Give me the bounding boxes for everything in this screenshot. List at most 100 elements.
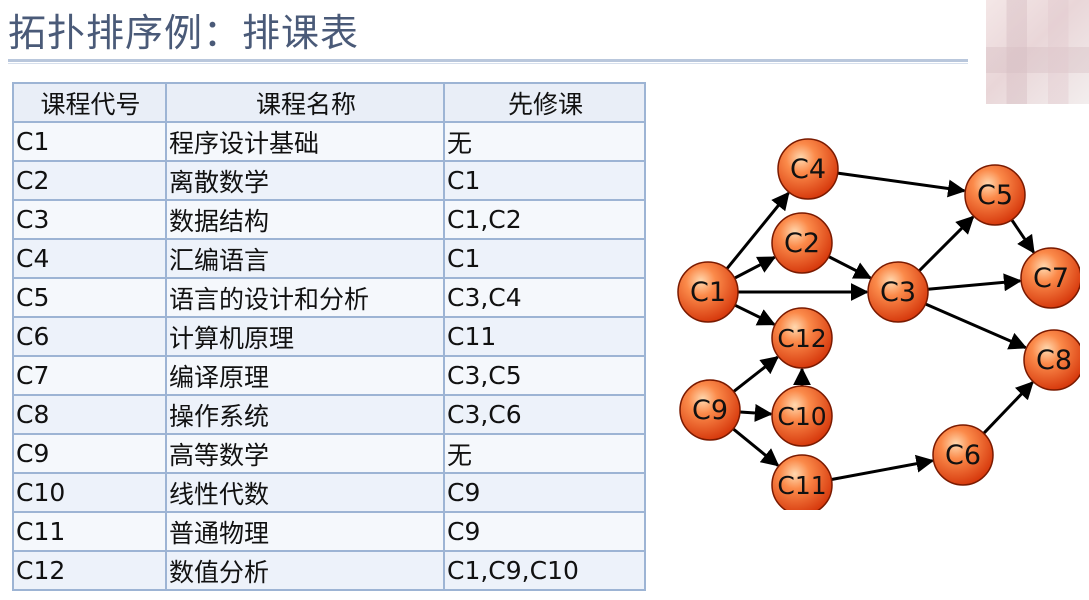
prerequisite-cell: C3,C5 <box>443 355 646 396</box>
title-underline-thin <box>8 63 968 64</box>
node-label: C3 <box>880 277 916 308</box>
node-label: C7 <box>1033 263 1069 294</box>
node-c10: C10 <box>771 385 833 447</box>
edge-c4-c5 <box>837 171 967 198</box>
prerequisite-cell: 无 <box>443 121 646 162</box>
course-code-cell: C9 <box>12 433 167 474</box>
prerequisite-cell: C9 <box>443 472 646 513</box>
node-label: C5 <box>977 180 1013 211</box>
presenter-video-blur <box>986 0 1089 104</box>
course-name-cell: 线性代数 <box>165 472 445 513</box>
prerequisite-cell: C9 <box>443 511 646 552</box>
prerequisite-cell: C1 <box>443 160 646 201</box>
prerequisite-cell: C11 <box>443 316 646 357</box>
course-code-cell: C5 <box>12 277 167 318</box>
node-c9: C9 <box>679 379 741 441</box>
edge-c1-c2 <box>733 255 777 280</box>
header-course-code: 课程代号 <box>12 82 167 123</box>
page-title: 拓扑排序例：排课表 <box>8 11 360 55</box>
course-name-cell: 数据结构 <box>165 199 445 240</box>
edge-c3-c5 <box>918 215 975 272</box>
node-c12: C12 <box>771 307 833 369</box>
edge-c1-c12 <box>734 303 776 326</box>
node-circle <box>677 261 739 323</box>
course-code-cell: C3 <box>12 199 167 240</box>
edge-c3-c7 <box>927 273 1022 292</box>
prerequisite-cell: C1,C9,C10 <box>443 550 646 591</box>
node-label: C2 <box>784 228 820 259</box>
course-code-cell: C7 <box>12 355 167 396</box>
prerequisite-cell: 无 <box>443 433 646 474</box>
course-code-cell: C8 <box>12 394 167 435</box>
edge-c9-c11 <box>732 427 780 467</box>
course-name-cell: 编译原理 <box>165 355 445 396</box>
node-circle <box>679 379 741 441</box>
prerequisite-cell: C1 <box>443 238 646 279</box>
presenter-video-thumbnail <box>986 0 1089 104</box>
node-circle <box>1020 247 1080 309</box>
node-c2: C2 <box>771 212 833 274</box>
graph-edges <box>725 171 1035 481</box>
course-code-cell: C6 <box>12 316 167 357</box>
node-c3: C3 <box>867 261 929 323</box>
course-name-cell: 程序设计基础 <box>165 121 445 162</box>
node-label: C6 <box>945 440 981 471</box>
node-label: C8 <box>1036 345 1072 376</box>
prerequisite-cell: C1,C2 <box>443 199 646 240</box>
header-prerequisites: 先修课 <box>443 82 646 123</box>
course-code-cell: C12 <box>12 550 167 591</box>
course-name-cell: 数值分析 <box>165 550 445 591</box>
edge-c5-c7 <box>1010 219 1035 254</box>
node-circle <box>777 138 839 200</box>
edge-c2-c3 <box>828 255 872 280</box>
node-circle <box>932 424 994 486</box>
table-header-row: 课程代号 课程名称 先修课 <box>12 82 646 123</box>
node-label: C12 <box>777 324 826 353</box>
edge-c3-c8 <box>924 302 1028 350</box>
node-c5: C5 <box>964 164 1026 226</box>
edge-c9-c12 <box>732 355 780 393</box>
node-label: C11 <box>777 471 826 500</box>
node-circle <box>1023 329 1080 391</box>
node-circle <box>867 261 929 323</box>
node-c7: C7 <box>1020 247 1080 309</box>
course-code-cell: C2 <box>12 160 167 201</box>
prerequisite-cell: C3,C4 <box>443 277 646 318</box>
course-name-cell: 计算机原理 <box>165 316 445 357</box>
node-c6: C6 <box>932 424 994 486</box>
node-circle <box>771 454 833 510</box>
edge-c6-c8 <box>982 381 1034 435</box>
node-circle <box>964 164 1026 226</box>
node-label: C10 <box>777 402 826 431</box>
course-name-cell: 语言的设计和分析 <box>165 277 445 318</box>
node-circle <box>771 385 833 447</box>
course-code-cell: C10 <box>12 472 167 513</box>
node-c1: C1 <box>677 261 739 323</box>
title-underline <box>8 59 968 62</box>
edge-c11-c6 <box>831 454 935 481</box>
node-label: C9 <box>692 395 728 426</box>
course-name-cell: 高等数学 <box>165 433 445 474</box>
prerequisite-cell: C3,C6 <box>443 394 646 435</box>
header-course-name: 课程名称 <box>165 82 445 123</box>
course-name-cell: 汇编语言 <box>165 238 445 279</box>
course-name-cell: 操作系统 <box>165 394 445 435</box>
node-label: C4 <box>790 154 826 185</box>
node-circle <box>771 307 833 369</box>
course-code-cell: C4 <box>12 238 167 279</box>
